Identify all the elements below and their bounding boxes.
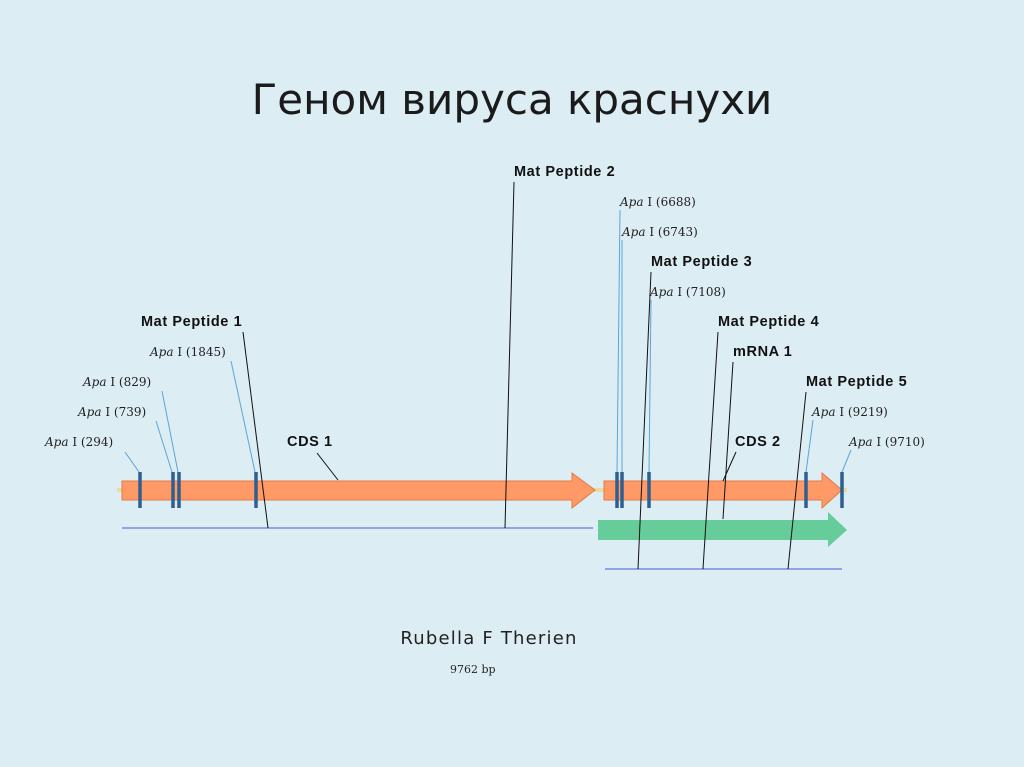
site-label: Apa I (829) — [82, 375, 151, 389]
site-label: Apa I (9710) — [848, 435, 925, 449]
cds-1-arrow[interactable] — [121, 472, 596, 510]
site-label: Apa I (6688) — [619, 195, 696, 209]
cds-2-arrow[interactable] — [603, 471, 843, 510]
site-label: Apa I (294) — [44, 435, 113, 449]
label-mat-peptide-3: Mat Peptide 3 — [651, 254, 752, 270]
apa-site-markers — [138, 472, 844, 508]
site-label: Apa I (1845) — [149, 345, 226, 359]
label-mrna-1: mRNA 1 — [733, 344, 792, 360]
label-mat-peptide-5: Mat Peptide 5 — [806, 374, 907, 390]
feature-leader-lines — [242, 181, 807, 570]
slide-title: Геном вируса краснухи — [252, 75, 773, 124]
label-cds-1: CDS 1 — [287, 434, 333, 450]
sequence-length: 9762 bp — [450, 663, 496, 676]
sequence-name: Rubella F Therien — [400, 628, 577, 649]
site-label: Apa I (739) — [77, 405, 146, 419]
label-mat-peptide-4: Mat Peptide 4 — [718, 314, 819, 330]
label-mat-peptide-2: Mat Peptide 2 — [514, 164, 615, 180]
site-label: Apa I (9219) — [811, 405, 888, 419]
mrna-1-arrow[interactable] — [598, 512, 847, 547]
site-label: Apa I (7108) — [649, 285, 726, 299]
label-mat-peptide-1: Mat Peptide 1 — [141, 314, 242, 330]
label-cds-2: CDS 2 — [735, 434, 781, 450]
site-leader-lines — [124, 209, 852, 473]
site-label: Apa I (6743) — [621, 225, 698, 239]
